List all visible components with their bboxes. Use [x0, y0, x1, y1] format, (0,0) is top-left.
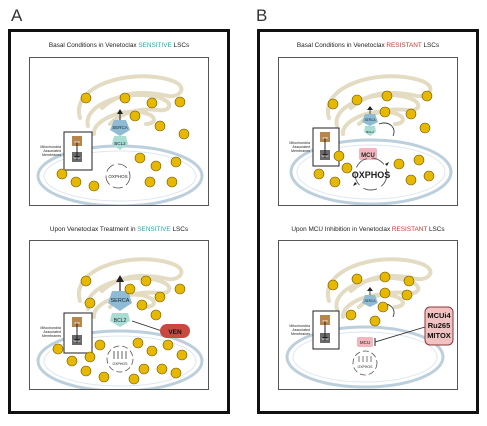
mitochondrion — [36, 329, 204, 389]
vdac-label: VDAC — [74, 340, 81, 343]
bcl2-label: BCL2 — [114, 141, 126, 146]
mam-label-2: Associated — [43, 330, 61, 334]
endoplasmic-reticulum — [76, 74, 184, 136]
mcu-label: MCU — [361, 153, 375, 159]
serca-pump — [110, 120, 130, 136]
ven-drug — [160, 324, 190, 338]
endoplasmic-reticulum — [76, 257, 184, 319]
mam-label-2: Associated — [292, 145, 310, 149]
mcu-label: MCU — [360, 340, 370, 345]
bcl2-label: BCL2 — [366, 130, 374, 134]
bcl2-protein — [112, 136, 128, 150]
endoplasmic-reticulum — [325, 74, 433, 136]
calcium-ions — [327, 271, 415, 327]
calcium-ions — [313, 90, 435, 188]
mam-label-2: Associated — [43, 149, 61, 153]
mam-label-1: Mitochondria — [40, 326, 61, 330]
mcu-channel — [357, 337, 373, 347]
mcu-inhibitors-box — [424, 306, 454, 346]
serca-pump — [362, 114, 378, 126]
oxphos-label: OXPHOS — [113, 362, 129, 366]
bcl2-label: BCL2 — [114, 318, 127, 324]
mam-label-1: Mitochondria — [289, 324, 310, 328]
inhibitor-mitox: MITOX — [427, 331, 451, 340]
panel-b-top-title: Basal Conditions in Venetoclax RESISTANT… — [296, 42, 440, 49]
panel-a-bottom-card: IP3R VDAC Mitochondria Associated Membra… — [29, 240, 209, 390]
ip3r-label: IP3R — [74, 322, 80, 325]
serca-label: SERCA — [365, 118, 377, 122]
ip3r-label: IP3R — [74, 141, 80, 144]
mam-label-1: Mitochondria — [289, 141, 310, 145]
serca-pump — [362, 295, 378, 307]
calcium-ions — [56, 92, 190, 192]
mitochondrion — [285, 325, 445, 389]
bcl2-protein — [364, 126, 376, 136]
serca-label: SERCA — [365, 299, 377, 303]
vdac-label: VDAC — [322, 155, 329, 158]
mitochondrion — [289, 138, 453, 205]
oxphos-label: OXPHOS — [358, 365, 374, 369]
mam-label-3: Membranes — [42, 334, 61, 338]
serca-label: SERCA — [112, 125, 128, 130]
ip3r-label: IP3R — [322, 137, 328, 140]
bcl2-protein — [110, 313, 130, 327]
panel-b-bottom-card: IP3R VDAC Mitochondria Associated Membra… — [278, 240, 458, 390]
panel-a-bottom-title: Upon Venetoclax Treatment in SENSITIVE L… — [49, 226, 189, 233]
oxphos-label: OXPHOS — [108, 174, 127, 179]
serca-pump — [108, 291, 132, 311]
inhibitor-ru265: Ru265 — [428, 321, 451, 330]
panel-a-top-card: IP3R VDAC Mitochondria Associated Membra… — [29, 57, 209, 206]
vdac-label: VDAC — [322, 338, 329, 341]
panel-letter-a: A — [11, 6, 23, 25]
ven-label: VEN — [168, 329, 182, 336]
inhibitor-mcui4: MCUi4 — [427, 311, 451, 320]
mam-label-1: Mitochondria — [40, 145, 61, 149]
mam-label-3: Membranes — [291, 149, 310, 153]
panel-a-top-title: Basal Conditions in Venetoclax SENSITIVE… — [48, 42, 190, 49]
oxphos-label: OXPHOS — [352, 170, 391, 180]
panel-b-bottom-title: Upon MCU Inhibition in Venetoclax RESIST… — [291, 226, 445, 233]
panel-letter-b: B — [256, 6, 268, 25]
mam-label-3: Membranes — [42, 153, 61, 157]
mam-label-3: Membranes — [291, 332, 310, 336]
calcium-ions — [52, 275, 188, 385]
mcu-channel — [359, 148, 377, 160]
mam-label-2: Associated — [292, 328, 310, 332]
panel-b-top-card: IP3R VDAC Mitochondria Associated Membra… — [278, 57, 458, 206]
serca-label: SERCA — [111, 298, 130, 304]
vdac-label: VDAC — [74, 157, 81, 160]
ip3r-label: IP3R — [322, 320, 328, 323]
